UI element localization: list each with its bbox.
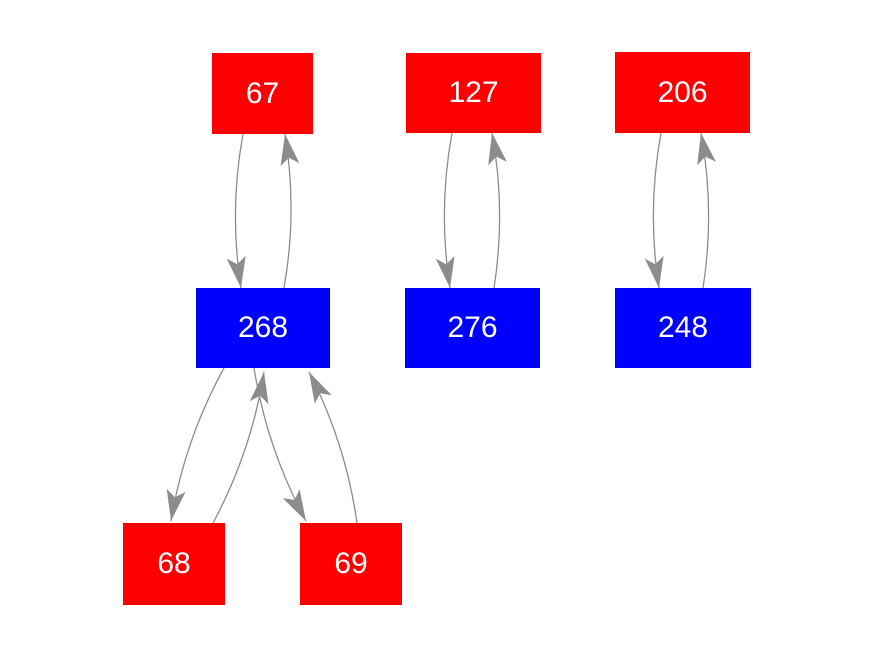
arrowhead-69-268 (309, 372, 332, 404)
arrowhead-206-248 (644, 255, 664, 288)
graph-node-206: 206 (615, 52, 750, 133)
graph-node-248: 248 (615, 288, 751, 368)
graph-node-268: 268 (196, 288, 330, 368)
node-label: 276 (447, 311, 498, 344)
arrowhead-248-206 (697, 133, 716, 166)
graph-node-67: 67 (212, 53, 313, 134)
node-label: 67 (245, 76, 280, 110)
graph-node-69: 69 (300, 523, 402, 605)
arrowhead-67-268 (226, 255, 246, 288)
node-label: 69 (334, 547, 368, 580)
arrowhead-276-127 (488, 133, 507, 166)
node-label: 268 (237, 311, 289, 344)
arrowhead-268-68 (166, 488, 186, 521)
arrowhead-127-276 (435, 255, 455, 288)
graph-node-276: 276 (405, 288, 540, 368)
arrowhead-268-69 (282, 489, 306, 521)
arrowhead-68-268 (249, 372, 269, 405)
node-label: 248 (657, 311, 709, 344)
graph-node-127: 127 (406, 53, 541, 133)
node-label: 68 (157, 547, 191, 580)
node-label: 206 (657, 75, 708, 109)
graph-node-68: 68 (123, 523, 225, 605)
node-label: 127 (448, 76, 499, 109)
arrowhead-268-67 (280, 134, 300, 167)
